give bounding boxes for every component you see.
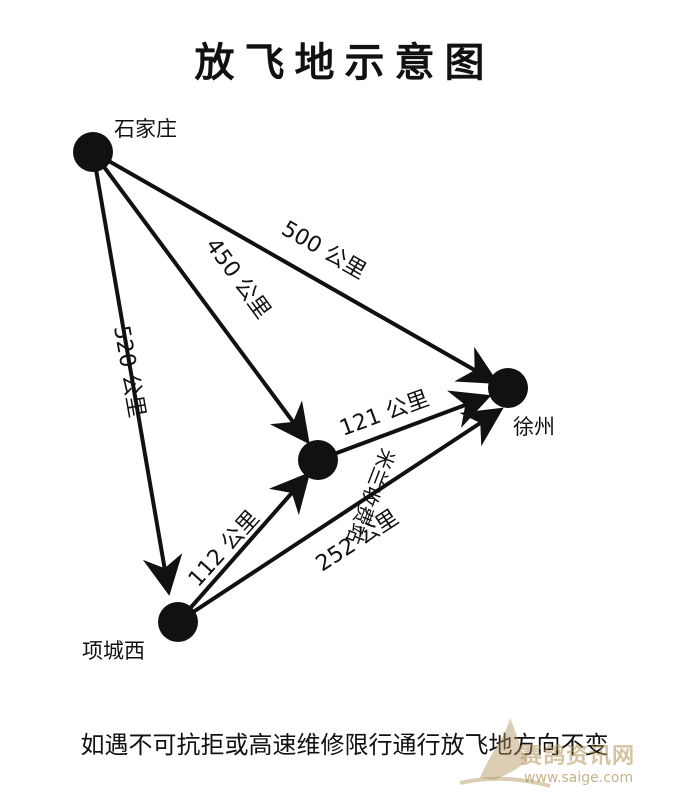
label-sjz-xcx: 520 公里 [108, 324, 149, 420]
edge-sjz-xz [92, 150, 499, 384]
label-xcx-station: 112 公里 [184, 506, 265, 592]
node-station [298, 440, 338, 480]
watermark-url: www.saige.com [524, 770, 634, 786]
label-xuzhou: 徐州 [513, 415, 555, 439]
edge-xcx-station [176, 472, 311, 624]
node-xuzhou [488, 368, 528, 408]
diagram-title: 放飞地示意图 [194, 39, 495, 86]
label-sjz-xz: 500 公里 [277, 217, 370, 285]
edge-station-xz [317, 390, 492, 462]
label-shijiazhuang: 石家庄 [114, 117, 177, 141]
edge-xcx-xz [176, 407, 504, 624]
watermark-name: 赛鸽资讯网 [520, 744, 636, 769]
edge-sjz-xcx [91, 151, 183, 596]
edge-sjz-station [91, 150, 310, 445]
footer-note: 如遇不可抗拒或高速维修限行通行放飞地方向不变 [80, 731, 609, 759]
node-shijiazhuang [73, 132, 113, 172]
node-xiangchengxi [158, 602, 198, 642]
watermark-logo [459, 718, 551, 788]
label-xiangchengxi: 项城西 [82, 639, 145, 663]
